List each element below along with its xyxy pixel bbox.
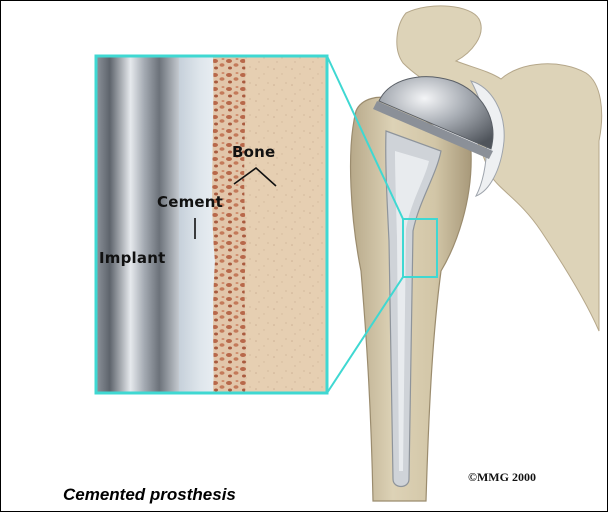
label-bone: Bone [232,143,275,161]
label-implant: Implant [99,249,165,267]
magnified-detail [96,56,327,393]
label-cement: Cement [157,193,223,211]
copyright-notice: ©MMG 2000 [468,470,536,485]
figure-caption: Cemented prosthesis [63,485,236,505]
